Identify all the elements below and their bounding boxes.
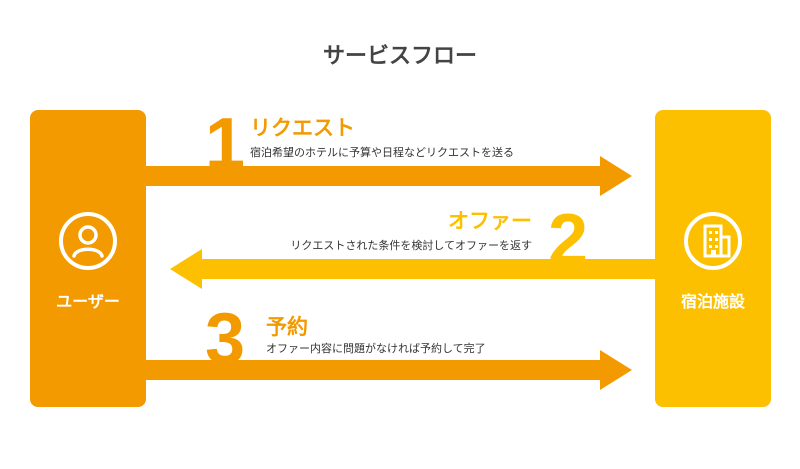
step-3-number: 3 <box>205 299 246 379</box>
step-2-description: リクエストされた条件を検討してオファーを返す <box>290 239 532 252</box>
arrow-request <box>146 156 632 196</box>
step-1-title: リクエスト <box>250 116 355 140</box>
step-3-title: 予約 <box>266 315 308 339</box>
step-1-description: 宿泊希望のホテルに予算や日程などリクエストを送る <box>250 146 514 159</box>
arrow-offer <box>170 249 655 289</box>
step-2-number: 2 <box>548 200 589 280</box>
step-3-description: オファー内容に問題がなければ予約して完了 <box>266 342 486 355</box>
user-box: ユーザー <box>30 110 146 407</box>
person-icon <box>59 212 117 270</box>
step-2-title: オファー <box>448 209 532 233</box>
user-label: ユーザー <box>56 292 120 311</box>
facility-label: 宿泊施設 <box>680 292 745 311</box>
facility-box: 宿泊施設 <box>655 110 771 407</box>
step-1-number: 1 <box>205 104 246 184</box>
page-title: サービスフロー <box>322 44 477 69</box>
arrow-reserve <box>146 350 632 390</box>
building-icon <box>684 212 742 270</box>
